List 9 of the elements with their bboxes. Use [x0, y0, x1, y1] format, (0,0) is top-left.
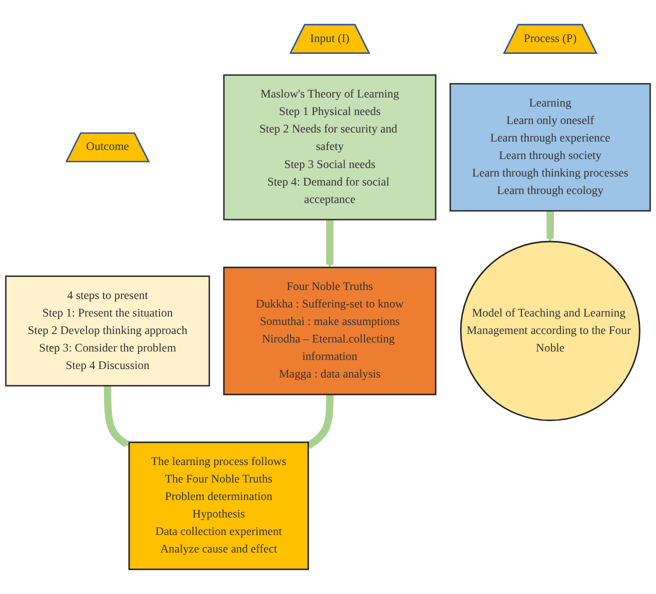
- node-box: Four Noble Truths Dukkha : Suffering-set to know Somuthai : make assumptions Nirodha – Eternal.collecting information Magga : data analysis: [223, 266, 436, 396]
- node-box: Maslow's Theory of Learning Step 1 Physical needs Step 2 Needs for security and safety Step 3 Social needs Step 4: Demand for social acceptance: [223, 74, 436, 220]
- connector: [306, 394, 334, 449]
- node-circle: Model of Teaching and Learning Management according to the Four Noble: [460, 240, 640, 422]
- arrow: [104, 386, 130, 448]
- node-box: Learning Learn only oneself Learn through experience Learn through society Learn through thinking processes Learn through ecology: [450, 83, 651, 212]
- arrow: [546, 210, 554, 242]
- node-box: 4 steps to present Step 1: Present the situation Step 2 Develop thinking approach Step 3: Consider the problem Step 4 Discussion: [5, 275, 210, 386]
- node-box: The learning process follows The Four Noble Truths Problem determination Hypothesis Data collection experiment Analyze cause and effect: [128, 442, 309, 570]
